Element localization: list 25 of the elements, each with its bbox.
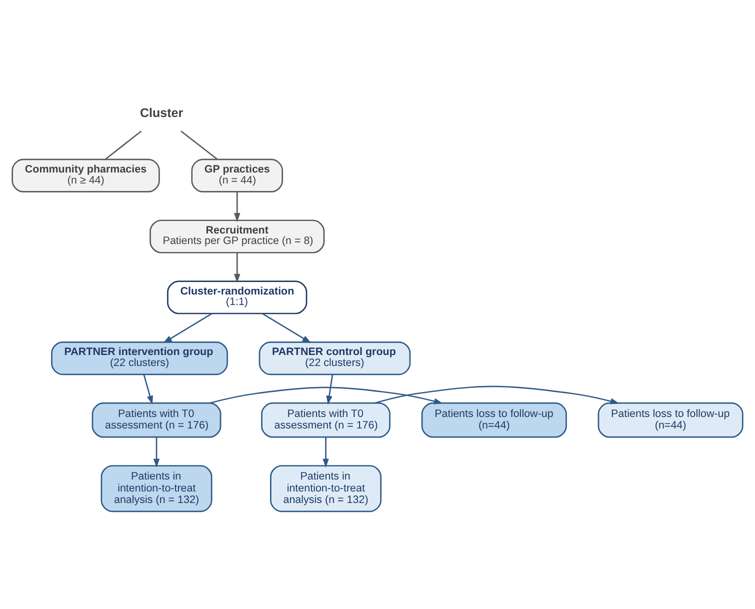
connector: [180, 130, 218, 160]
arrow: [210, 386, 443, 404]
node-box: Patients with T0 assessment (n = 176): [92, 402, 222, 438]
node-box: Patients loss to follow-up (n=44): [421, 402, 567, 438]
connector: [105, 130, 142, 160]
node-box: Community pharmacies (n ≥ 44): [12, 158, 160, 192]
arrow: [163, 312, 212, 343]
node-box: Cluster-randomization (1:1): [167, 280, 308, 314]
arrow: [374, 385, 620, 404]
node-box: Patients with T0 assessment (n = 176): [261, 402, 390, 438]
arrow: [322, 436, 329, 468]
node-box: Patients in intention-to-treat analysis (n = 132): [270, 464, 382, 512]
node-box: PARTNER control group (22 clusters): [258, 341, 411, 375]
arrow: [143, 374, 153, 404]
arrow: [153, 436, 160, 468]
node-text: Cluster: [140, 106, 184, 120]
node-box: PARTNER intervention group (22 clusters): [51, 341, 228, 375]
arrow: [234, 252, 240, 282]
arrow: [262, 312, 312, 343]
arrow: [326, 374, 334, 404]
node-box: Patients loss to follow-up (n=44): [598, 402, 744, 438]
node-box: Patients in intention-to-treat analysis (n = 132): [100, 464, 212, 512]
node-box: GP practices (n = 44): [191, 158, 284, 192]
arrow: [234, 192, 240, 222]
node-box: Recruitment Patients per GP practice (n = 8): [150, 219, 325, 253]
